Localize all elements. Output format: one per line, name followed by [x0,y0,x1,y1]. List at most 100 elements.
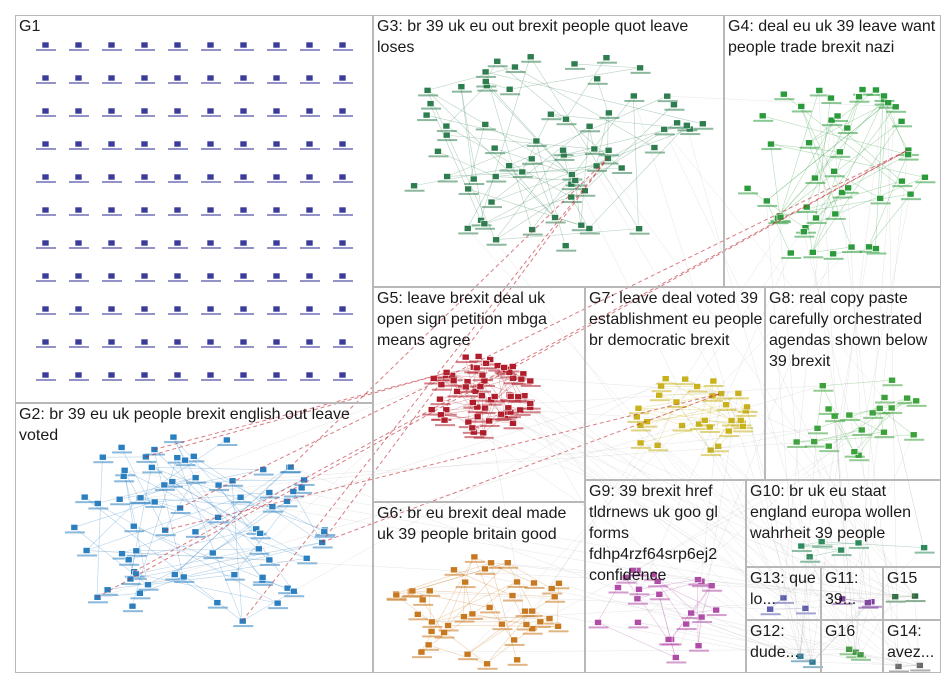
node-g4[interactable] [827,94,835,102]
node-g3[interactable] [422,111,431,119]
node-g3[interactable] [490,144,499,152]
node-g1[interactable] [41,239,50,247]
node-g3[interactable] [663,92,672,100]
node-g1[interactable] [41,371,50,379]
node-g1[interactable] [338,107,347,115]
node-g12[interactable] [796,652,805,660]
node-g1[interactable] [74,338,83,346]
node-g6[interactable] [461,578,469,586]
node-g2[interactable] [150,498,159,506]
node-g4[interactable] [800,228,808,235]
group-box-g7[interactable]: G7: leave deal voted 39 establishment eu… [585,287,765,480]
node-g1[interactable] [140,206,149,214]
node-g3[interactable] [423,87,432,94]
group-box-g9[interactable]: G9: 39 brexit href tldrnews uk goo gl fo… [585,480,746,673]
node-g13[interactable] [779,594,788,602]
node-g1[interactable] [206,272,215,280]
node-g2[interactable] [300,476,308,484]
node-g2[interactable] [124,556,133,564]
node-g4[interactable] [858,86,867,93]
group-box-g8[interactable]: G8: real copy paste carefully orchestrat… [765,287,941,480]
node-g1[interactable] [140,272,149,280]
node-g4[interactable] [802,203,811,211]
node-g1[interactable] [206,107,215,115]
node-g3[interactable] [570,60,579,68]
node-g1[interactable] [272,338,281,346]
node-g1[interactable] [239,338,248,346]
node-g10[interactable] [854,539,863,547]
node-g6[interactable] [414,611,422,618]
node-g5[interactable] [442,369,451,376]
node-g3[interactable] [527,155,536,163]
node-g7[interactable] [734,390,743,397]
node-g2[interactable] [117,444,126,451]
node-g13[interactable] [801,605,810,612]
node-g5[interactable] [442,406,451,414]
node-g1[interactable] [338,41,347,49]
node-g1[interactable] [140,338,149,346]
node-g1[interactable] [305,338,314,346]
node-g3[interactable] [410,182,418,190]
node-g7[interactable] [727,417,736,424]
node-g8[interactable] [909,431,918,439]
node-g8[interactable] [875,405,884,412]
node-g1[interactable] [140,239,149,247]
node-g1[interactable] [107,74,116,82]
node-g1[interactable] [107,338,116,346]
node-g1[interactable] [305,239,314,247]
node-g2[interactable] [99,453,107,461]
node-g6[interactable] [508,592,517,599]
node-g4[interactable] [812,214,820,222]
node-g3[interactable] [511,63,519,71]
node-g15[interactable] [891,593,899,600]
node-g1[interactable] [74,206,83,214]
node-g9[interactable] [614,584,622,591]
node-g1[interactable] [272,206,281,214]
node-g3[interactable] [551,214,559,221]
node-g6[interactable] [408,587,417,595]
node-g8[interactable] [850,448,859,455]
node-g3[interactable] [491,173,500,180]
node-g1[interactable] [338,272,347,280]
node-g9[interactable] [687,609,695,617]
node-g7[interactable] [724,427,733,435]
node-g1[interactable] [140,140,149,148]
node-g6[interactable] [481,565,489,573]
node-g2[interactable] [289,587,298,595]
node-g1[interactable] [239,272,248,280]
node-g1[interactable] [206,41,215,49]
node-g2[interactable] [223,436,231,444]
node-g7[interactable] [706,446,715,454]
node-g9[interactable] [655,590,664,598]
node-g4[interactable] [921,173,929,181]
node-g3[interactable] [699,120,707,128]
node-g4[interactable] [855,93,863,101]
node-g8[interactable] [792,438,801,446]
node-g3[interactable] [426,100,435,107]
node-g1[interactable] [74,239,83,247]
node-g5[interactable] [497,410,505,418]
node-g5[interactable] [514,393,523,401]
node-g1[interactable] [41,206,50,214]
node-g4[interactable] [758,112,767,120]
node-g1[interactable] [305,107,314,115]
node-g4[interactable] [763,197,771,205]
node-g7[interactable] [722,401,730,409]
group-box-g3[interactable]: G3: br 39 uk eu out brexit people quot l… [373,15,724,287]
group-box-g10[interactable]: G10: br uk eu staat england europa wolle… [746,480,941,567]
node-g8[interactable] [810,438,819,445]
node-g6[interactable] [513,578,521,586]
node-g1[interactable] [305,41,314,49]
node-g1[interactable] [239,140,248,148]
node-g2[interactable] [115,495,124,503]
node-g8[interactable] [818,382,827,390]
node-g3[interactable] [443,173,451,180]
node-g1[interactable] [338,140,347,148]
node-g1[interactable] [107,305,116,313]
node-g6[interactable] [463,650,472,658]
node-g9[interactable] [712,606,720,614]
node-g1[interactable] [305,272,314,280]
node-g5[interactable] [517,375,526,383]
group-box-g2[interactable]: G2: br 39 eu uk people brexit english ou… [15,403,373,673]
node-g4[interactable] [872,245,880,252]
